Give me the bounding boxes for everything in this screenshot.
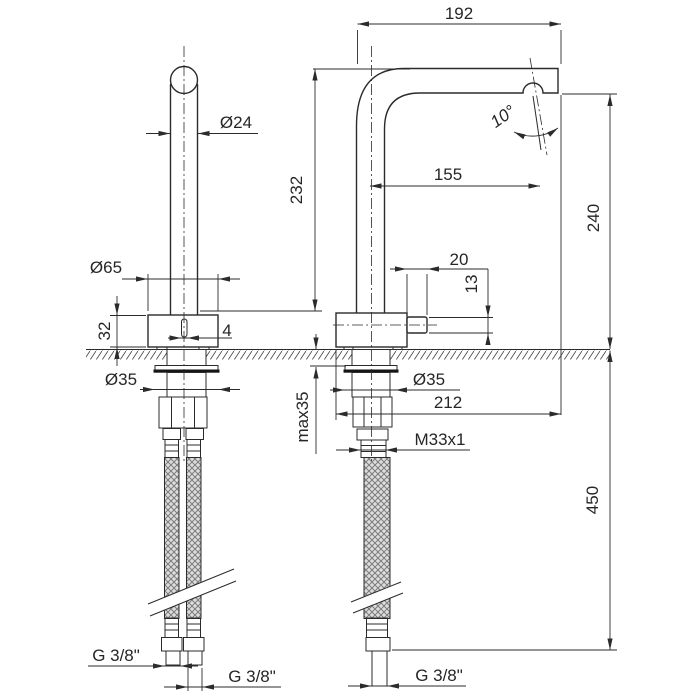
dim-label-g38-right: G 3/8": [228, 667, 276, 686]
gasket-side: [343, 369, 399, 373]
hose-crimp-side: [360, 439, 387, 458]
dim-base-diameter: Ø65: [90, 258, 240, 311]
dim-label-450: 450: [583, 486, 602, 514]
dim-label-d35-side: Ø35: [413, 370, 445, 389]
hose-end-tube-left: [165, 650, 181, 666]
countertop-hatch-right: [390, 350, 610, 360]
dim-label-d24: Ø24: [220, 113, 252, 132]
dim-label-4: 4: [222, 321, 231, 340]
dim-shank-front: Ø35: [105, 370, 240, 393]
dim-hose-thread-right: G 3/8": [164, 667, 281, 691]
dim-hose-thread-left: G 3/8": [88, 646, 198, 669]
dim-label-212: 212: [434, 393, 462, 412]
shank-upper-side: [351, 349, 391, 366]
dim-height-232: 232: [200, 68, 410, 312]
mounting-nut: [158, 396, 208, 429]
angle-arc: [513, 127, 559, 140]
dim-aerator-offset: 155: [370, 95, 542, 189]
gasket: [153, 369, 220, 373]
hose-crimp-left: [164, 439, 179, 458]
hose-break-line: [147, 568, 235, 605]
front-view: [146, 46, 237, 666]
hose-end-nut-right: [183, 637, 205, 652]
hose-break-gap: [146, 568, 236, 618]
hose-nut-side: [356, 428, 389, 441]
dim-label-d35-front: Ø35: [105, 370, 137, 389]
aerator-ref-line: [532, 95, 542, 151]
dim-lever-length: 20: [390, 250, 488, 315]
dim-hose-drop: 450: [392, 350, 617, 651]
washer-flange-side: [344, 365, 398, 371]
mounting-nut-side: [352, 396, 393, 428]
hose-end-crimp-right: [186, 617, 201, 638]
hose-crimp-right: [186, 439, 201, 458]
dim-label-192: 192: [445, 4, 473, 23]
hose-nut-right: [185, 428, 204, 440]
spout-outline: [355, 67, 559, 313]
countertop-hatch-left: [86, 350, 167, 360]
dim-label-g38-left: G 3/8": [92, 646, 140, 665]
dim-spout-diameter: Ø24: [146, 113, 258, 137]
dim-label-g38-side: G 3/8": [415, 666, 463, 685]
dim-label-m33: M33x1: [414, 430, 465, 449]
hose-end-nut-side: [365, 637, 391, 652]
dim-spout-reach: 192: [357, 4, 562, 64]
dim-label-max35: max35: [293, 391, 312, 442]
dim-shank-side: Ø35: [330, 370, 460, 393]
hose-end-tube-right: [187, 650, 203, 666]
dim-aerator-angle: 10°: [487, 101, 559, 140]
dim-slot-width: 4: [168, 321, 232, 341]
shank-lower: [166, 372, 207, 398]
base-foot: [392, 346, 403, 350]
hose-break-line: [149, 580, 237, 617]
dim-max-counter: max35: [293, 334, 346, 454]
dim-label-155: 155: [434, 165, 462, 184]
dim-height-240: 240: [562, 93, 617, 349]
hose-nut-left: [162, 428, 181, 440]
dim-body-thread: M33x1: [336, 430, 470, 453]
hose-break-gap-side: [350, 581, 402, 614]
dim-label-240: 240: [584, 204, 603, 232]
dim-label-20: 20: [450, 250, 469, 269]
dim-label-13: 13: [462, 275, 481, 294]
hose-break-line: [350, 581, 402, 603]
dim-base-height: 32: [95, 296, 146, 366]
dim-label-32: 32: [95, 322, 114, 341]
dim-label-232: 232: [287, 176, 306, 204]
hose-end-crimp-left: [164, 617, 179, 638]
dimensions: 192 Ø24 232 Ø65: [88, 4, 617, 691]
dim-label-10deg: 10°: [487, 101, 519, 131]
base-body: [147, 314, 219, 348]
hose-end-crimp-side: [366, 617, 388, 638]
dim-hose-thread-side: G 3/8": [348, 666, 466, 689]
hose-end-nut-left: [161, 637, 183, 652]
base-foot: [343, 346, 354, 350]
dim-overall-depth: 212: [335, 95, 562, 420]
countertop: [86, 349, 610, 360]
dim-lever-diameter: 13: [429, 269, 493, 345]
countertop-hatch-middle: [206, 350, 352, 360]
hose-break-line: [352, 592, 404, 614]
base-foot-left: [156, 346, 168, 350]
shank-upper: [166, 349, 207, 366]
shank-lower-side: [351, 372, 391, 398]
washer-flange: [154, 365, 219, 371]
hose-end-tube-side: [371, 650, 388, 687]
side-view: [333, 46, 559, 687]
dim-label-d65: Ø65: [90, 258, 122, 277]
